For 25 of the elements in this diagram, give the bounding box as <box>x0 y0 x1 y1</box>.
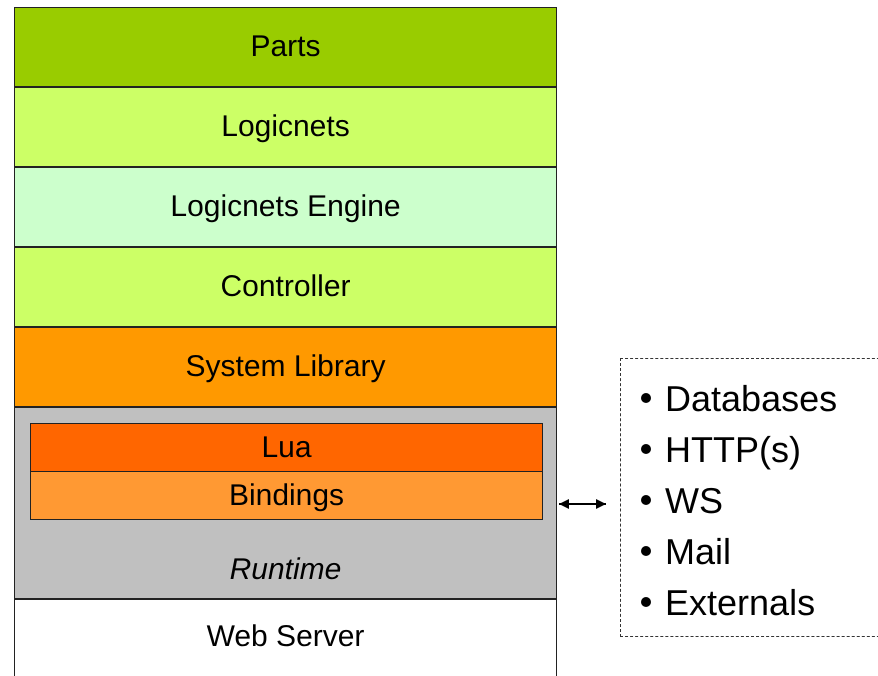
list-text: Externals <box>665 582 816 623</box>
layer-label: Logicnets <box>220 110 351 144</box>
layer-box <box>14 7 557 87</box>
layer-box <box>30 423 543 472</box>
layer-label: Controller <box>219 270 352 304</box>
list-text: WS <box>665 480 723 521</box>
layer-box <box>14 247 557 327</box>
layer-label: Parts <box>249 30 322 64</box>
layer-box <box>14 599 557 676</box>
list-text: Databases <box>665 378 838 419</box>
list-text: HTTP(s) <box>665 429 801 470</box>
layer-box <box>30 471 543 520</box>
layer-label: Bindings <box>228 479 346 513</box>
layer-box <box>14 167 557 247</box>
layer-label: System Library <box>184 350 387 384</box>
layer-label: Lua <box>260 431 313 465</box>
runtime-box <box>14 407 557 599</box>
list-text: Mail <box>665 531 732 572</box>
externals-box <box>620 358 878 637</box>
layer-box <box>14 327 557 407</box>
layer-label: Web Server <box>206 620 366 654</box>
double-arrow <box>559 499 606 509</box>
layer-box <box>14 87 557 167</box>
layer-label: Runtime <box>228 553 342 587</box>
layer-label: Logicnets Engine <box>169 190 402 224</box>
